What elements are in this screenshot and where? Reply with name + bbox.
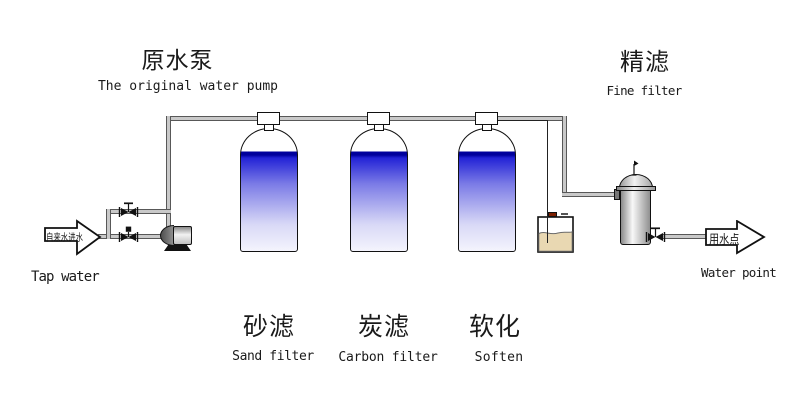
soften-label-zh: 软化 (468, 312, 521, 341)
carbon-filter-tank (350, 128, 408, 252)
pump-base (164, 244, 191, 251)
softener-tank-neck (482, 124, 492, 131)
pipe-filter-inlet (562, 192, 616, 197)
pipe-bypass-riser (106, 209, 111, 239)
sand-filter-tank (240, 128, 298, 252)
brine-tank-fitting (561, 213, 568, 215)
carbon-filter-label-zh: 炭滤 (357, 312, 410, 341)
brine-line-vertical (547, 120, 549, 243)
fine-filter-title-en: Fine filter (606, 83, 682, 98)
inlet-valve-icon (118, 226, 138, 242)
tap-water-label: Tap water (31, 269, 100, 285)
outlet-valve-icon (645, 227, 665, 242)
sand-filter-label-zh: 砂滤 (242, 312, 295, 341)
sand-tank-neck (264, 124, 274, 131)
softener-tank-valve-cap (475, 112, 498, 125)
sand-filter-label-en: Sand filter (232, 349, 314, 364)
pipe-filter-drop (562, 116, 567, 197)
water-point-label: Water point (701, 265, 777, 280)
soften-label-en: Soften (474, 350, 524, 365)
pipe-inlet-bypass (106, 209, 171, 214)
fine-filter-rim (616, 186, 656, 191)
pipe-top-header (166, 116, 567, 121)
pump-motor (173, 226, 192, 245)
brine-tank-cap (548, 212, 557, 217)
tap-water-inlet-arrow-icon (44, 219, 102, 256)
fine-filter-title-zh: 精滤 (620, 48, 670, 76)
pipe-filter-outlet (662, 234, 708, 239)
inlet-arrow-label: 自来水进水 (46, 233, 83, 244)
sand-tank-valve-cap (257, 112, 280, 125)
bypass-valve-icon (118, 201, 138, 217)
outlet-arrow-label: 用水点 (709, 233, 740, 248)
pump-head (160, 225, 174, 246)
pipe-pump-riser (166, 116, 171, 228)
brine-tank (537, 216, 574, 253)
carbon-filter-label-en: Carbon filter (338, 350, 438, 365)
brine-line-horizontal (498, 120, 548, 122)
pump-title-zh: 原水泵 (141, 48, 214, 74)
air-vent-icon (631, 160, 639, 176)
softener-tank (458, 128, 516, 252)
water-point-outlet-arrow-icon (705, 220, 766, 255)
pump-title-en: The original water pump (97, 79, 278, 94)
carbon-tank-valve-cap (367, 112, 390, 125)
carbon-tank-neck (374, 124, 384, 131)
